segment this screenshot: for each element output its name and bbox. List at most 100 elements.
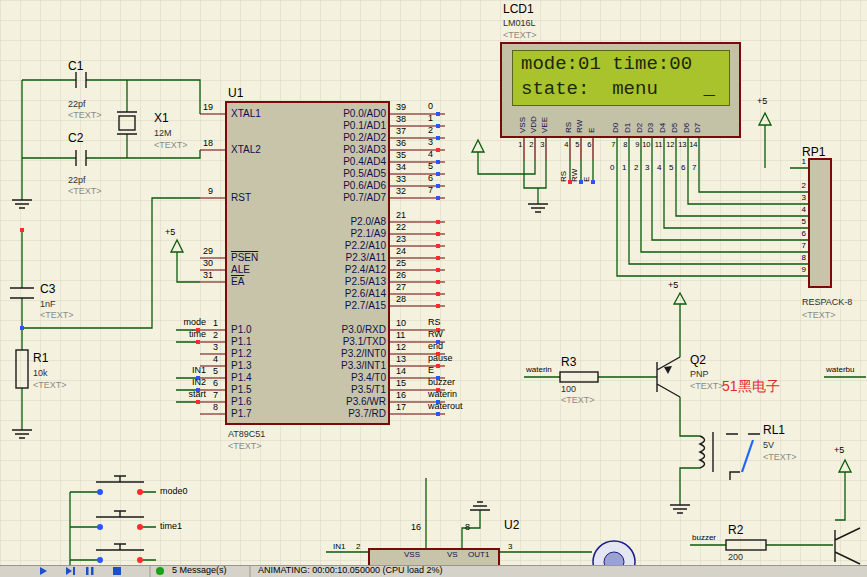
- data-wire: [652, 138, 808, 240]
- relay-contact: [726, 434, 760, 480]
- text-placeholder: <TEXT>: [802, 311, 836, 321]
- power-label: +5: [165, 228, 175, 238]
- text-placeholder: <TEXT>: [68, 187, 102, 197]
- power-arrow: [171, 240, 183, 252]
- pause-icon: [91, 567, 94, 575]
- part-ref: C2: [68, 132, 83, 145]
- reset-wire: [22, 198, 200, 430]
- pin-number: 27: [396, 283, 406, 293]
- net-label: 2: [428, 126, 433, 136]
- pin-name: P0.3/AD3: [343, 144, 386, 155]
- part-ref: X1: [154, 112, 169, 125]
- pin-number: 1: [213, 319, 218, 329]
- pin-number: 8: [802, 254, 806, 263]
- part-ref: C1: [68, 60, 83, 73]
- transistor-symbol: [657, 357, 860, 564]
- pin-name: VSS: [404, 551, 420, 560]
- pin-number: 1: [802, 158, 806, 167]
- pin-name: P1.5: [231, 384, 252, 395]
- resistor-symbol: [560, 372, 598, 382]
- part-ref: C3: [40, 283, 55, 296]
- pin-name: P2.5/A13: [345, 276, 386, 287]
- lcd-text: state: menu _: [521, 79, 715, 100]
- pin-name: OUT1: [468, 551, 489, 560]
- net-label: 3: [645, 164, 649, 173]
- pin-number: 3: [802, 194, 806, 203]
- text-placeholder: <TEXT>: [40, 311, 74, 321]
- component-symbols: [10, 72, 860, 564]
- pin-name: P3.4/T0: [351, 372, 386, 383]
- part-value: LM016L: [503, 19, 536, 29]
- part-value: 200: [728, 553, 743, 563]
- net-label: E: [428, 366, 434, 376]
- pin-name: P3.6/WR: [346, 396, 386, 407]
- pin-name: P1.7: [231, 408, 252, 419]
- pin-number: 36: [396, 139, 406, 149]
- pin-name: P0.0/AD0: [343, 108, 386, 119]
- pin-number: 13: [396, 355, 406, 365]
- power-arrow: [759, 113, 771, 125]
- part-ref: U1: [228, 87, 243, 100]
- net-label: waterout: [428, 402, 463, 412]
- net-label: mode0: [160, 487, 188, 497]
- net-label: 7: [428, 186, 433, 196]
- pin-number: 18: [203, 139, 213, 149]
- net-label: 4: [657, 164, 661, 173]
- pin-name: VSS: [519, 117, 528, 133]
- net-label: 1: [622, 164, 626, 173]
- net-label: mode: [183, 318, 206, 328]
- wires: [22, 80, 866, 565]
- crystal-symbol: [117, 112, 137, 134]
- step-icon: [73, 567, 75, 575]
- net-label: RW: [428, 330, 443, 340]
- part-value: 10k: [33, 369, 48, 379]
- pin-name: ALE: [231, 264, 250, 275]
- pin-number: 32: [396, 187, 406, 197]
- pin-name: D7: [694, 123, 703, 133]
- pin-name: P3.3/INT1: [341, 360, 386, 371]
- net-label: time1: [160, 522, 182, 532]
- data-wire: [676, 138, 808, 216]
- part-ref: R3: [561, 356, 576, 369]
- pin-name: XTAL1: [231, 108, 261, 119]
- pin-name: P0.2/AD2: [343, 132, 386, 143]
- data-wire: [617, 138, 808, 276]
- net-label: 0: [428, 102, 433, 112]
- pin-name: D1: [624, 123, 633, 133]
- pin-name: EA: [231, 276, 244, 287]
- data-wire: [629, 138, 808, 264]
- net-label: buzzer: [428, 378, 455, 388]
- text-placeholder: <TEXT>: [33, 381, 67, 391]
- pin-number: 35: [396, 151, 406, 161]
- power-label: +5: [834, 446, 844, 456]
- net-label: time: [189, 330, 206, 340]
- pin-number: 6: [213, 379, 218, 389]
- stop-icon: [113, 567, 121, 575]
- part-value: 22pf: [68, 176, 86, 186]
- watermark: 51黑电子: [722, 379, 780, 394]
- pin-name: P1.0: [231, 324, 252, 335]
- pin-number: 5: [802, 218, 806, 227]
- pin-number: 2: [213, 331, 218, 341]
- data-wire: [688, 138, 808, 204]
- pin-number: 31: [203, 271, 213, 281]
- part-value: 22pf: [68, 100, 86, 110]
- part-value: PNP: [690, 370, 709, 380]
- power-label: +5: [668, 281, 678, 291]
- pin-stub: [524, 138, 593, 160]
- play-icon: [40, 567, 47, 575]
- text-placeholder: <TEXT>: [503, 31, 537, 41]
- part-value: 5V: [763, 441, 774, 451]
- pin-number: 10: [642, 141, 650, 149]
- pin-name: P0.1/AD1: [343, 120, 386, 131]
- pin-number: 33: [396, 175, 406, 185]
- net-label: 5: [428, 162, 433, 172]
- pin-number: 4: [802, 206, 806, 215]
- net-label: 4: [428, 150, 433, 160]
- part-ref: LCD1: [503, 3, 534, 16]
- part-value: 1nF: [40, 300, 56, 310]
- pin-number: 10: [396, 319, 406, 329]
- pin-name: P2.4/A12: [345, 264, 386, 275]
- pin-number: 14: [396, 367, 406, 377]
